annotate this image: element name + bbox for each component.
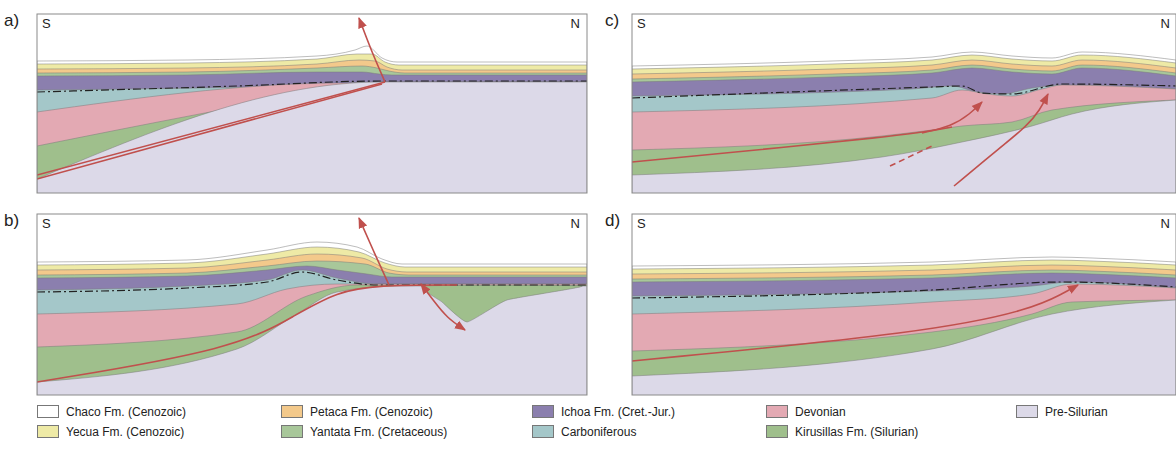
rock-layer	[37, 54, 587, 193]
legend-item: Yecua Fm. (Cenozoic)	[37, 425, 184, 438]
fault-line	[421, 284, 465, 330]
rock-layer	[632, 257, 1176, 395]
rock-layer	[632, 300, 1176, 395]
direction-label: N	[571, 17, 580, 30]
rock-layer	[632, 284, 1176, 395]
legend-item: Petaca Fm. (Cenozoic)	[281, 405, 433, 418]
panel-frame	[632, 14, 1176, 193]
fault-line	[632, 127, 952, 162]
rock-layer	[632, 68, 1176, 193]
rock-layer	[37, 254, 587, 395]
panel-letter: c)	[605, 12, 619, 29]
legend-swatch	[281, 425, 303, 438]
rock-layer	[37, 261, 587, 395]
direction-label: S	[42, 217, 51, 230]
rock-layer	[37, 286, 587, 395]
legend-swatch	[281, 405, 303, 418]
legend-text: Kirusillas Fm. (Silurian)	[795, 426, 918, 438]
rock-layer	[37, 247, 587, 395]
rock-layer	[37, 242, 587, 395]
rock-layer	[632, 85, 1176, 193]
unconformity-line	[632, 282, 1176, 298]
direction-label: N	[571, 217, 580, 230]
legend-swatch	[532, 405, 554, 418]
legend-text: Ichoa Fm. (Cret.-Jur.)	[561, 406, 675, 418]
legend-item: Ichoa Fm. (Cret.-Jur.)	[532, 405, 675, 418]
legend-swatch	[766, 405, 788, 418]
direction-label: N	[1161, 217, 1170, 230]
legend-text: Petaca Fm. (Cenozoic)	[310, 406, 433, 418]
fault-line	[632, 285, 1078, 361]
panel-frame	[632, 214, 1176, 395]
fault-line	[37, 285, 457, 382]
rock-layer	[37, 270, 587, 395]
direction-label: S	[637, 217, 646, 230]
unconformity-line	[632, 84, 1176, 98]
legend-text: Chaco Fm. (Cenozoic)	[66, 406, 186, 418]
panel-frame	[37, 214, 587, 395]
rock-layer	[632, 65, 1176, 193]
legend-text: Yantata Fm. (Cretaceous)	[310, 426, 447, 438]
legend-swatch	[1016, 405, 1038, 418]
rock-layer	[632, 260, 1176, 395]
rock-layer	[632, 60, 1176, 193]
direction-label: S	[637, 17, 646, 30]
panel-letter: b)	[4, 212, 19, 229]
rock-layer	[37, 46, 587, 193]
section-panel	[37, 214, 587, 400]
legend-swatch	[532, 425, 554, 438]
direction-label: S	[42, 17, 51, 30]
rock-layer	[632, 85, 1176, 193]
rock-layer	[632, 300, 1176, 395]
rock-layer	[37, 82, 587, 193]
legend-swatch	[37, 405, 59, 418]
rock-layer	[37, 82, 587, 193]
legend-item: Carboniferous	[532, 425, 636, 438]
panel-letter: a)	[4, 12, 19, 29]
section-panel	[632, 14, 1176, 198]
unconformity-line	[37, 81, 587, 92]
rock-layer	[632, 282, 1176, 395]
rock-layer	[37, 82, 587, 193]
legend-text: Pre-Silurian	[1045, 406, 1108, 418]
rock-layer	[37, 285, 587, 395]
fault-line	[359, 18, 385, 82]
rock-layer	[37, 284, 587, 395]
rock-layer	[632, 265, 1176, 395]
rock-layer	[632, 100, 1176, 193]
fault-line	[954, 94, 1048, 186]
panel-frame	[37, 14, 587, 193]
legend-text: Devonian	[795, 406, 846, 418]
rock-layer	[632, 270, 1176, 395]
direction-label: N	[1161, 17, 1170, 30]
legend-item: Kirusillas Fm. (Silurian)	[766, 425, 918, 438]
fault-line	[890, 146, 932, 166]
rock-layer	[37, 66, 587, 193]
rock-layer	[37, 72, 587, 193]
legend-item: Chaco Fm. (Cenozoic)	[37, 405, 186, 418]
panel-letter: d)	[605, 212, 620, 229]
section-panel	[632, 214, 1176, 400]
legend-item: Devonian	[766, 405, 846, 418]
fault-line	[359, 218, 389, 285]
fault-line	[37, 84, 382, 179]
unconformity-line	[37, 272, 587, 292]
legend-text: Carboniferous	[561, 426, 636, 438]
rock-layer	[37, 60, 587, 193]
fault-line	[37, 82, 385, 175]
legend-item: Pre-Silurian	[1016, 405, 1108, 418]
legend-item: Yantata Fm. (Cretaceous)	[281, 425, 447, 438]
section-panel	[37, 14, 587, 198]
rock-layer	[632, 273, 1176, 395]
rock-layer	[37, 266, 587, 395]
rock-layer	[632, 100, 1176, 193]
legend-swatch	[766, 425, 788, 438]
rock-layer	[632, 55, 1176, 193]
rock-layer	[37, 82, 587, 193]
rock-layer	[632, 52, 1176, 193]
legend-swatch	[37, 425, 59, 438]
legend-text: Yecua Fm. (Cenozoic)	[66, 426, 184, 438]
fault-line	[922, 102, 982, 133]
